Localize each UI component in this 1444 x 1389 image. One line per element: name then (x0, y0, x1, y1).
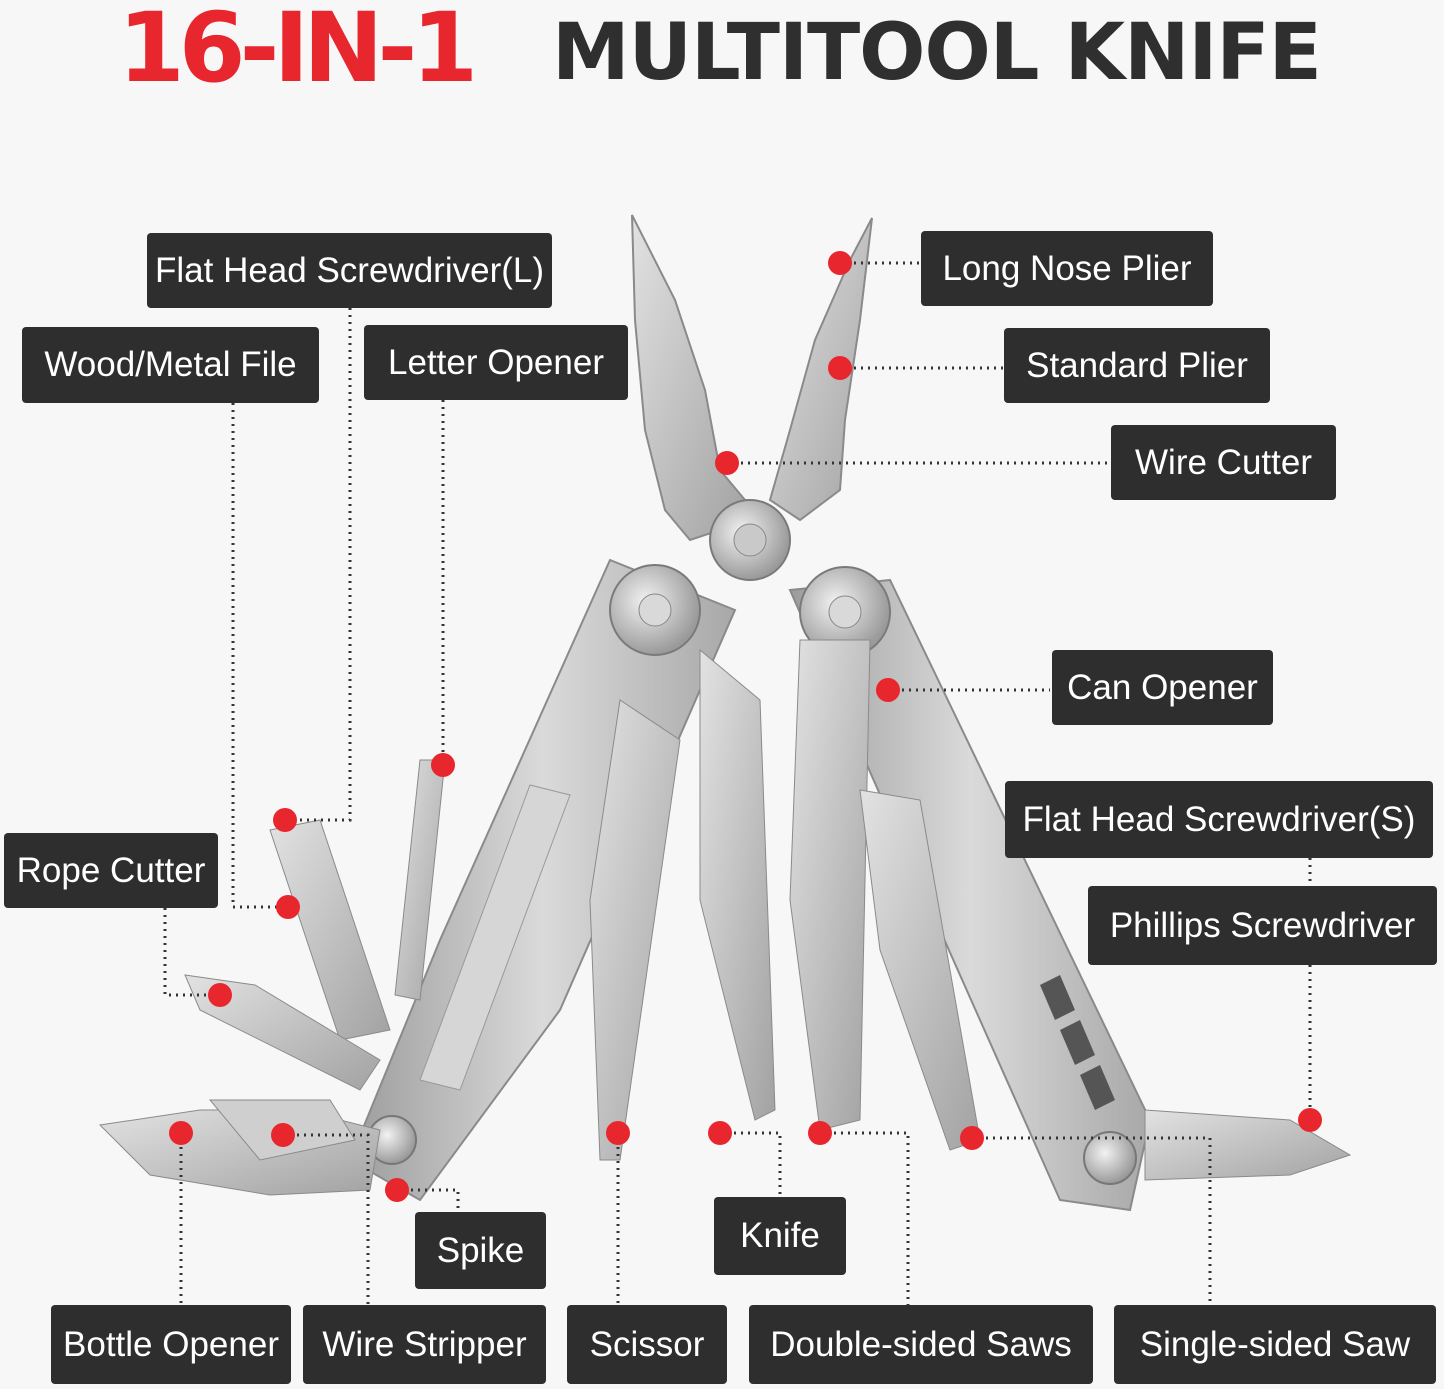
label-single-sided-saw: Single-sided Saw (1114, 1305, 1436, 1384)
dot-letter-opener (431, 753, 455, 777)
dot-knife (708, 1121, 732, 1145)
label-long-nose-plier: Long Nose Plier (921, 231, 1213, 306)
label-flat-head-screwdriver-s: Flat Head Screwdriver(S) (1005, 781, 1433, 858)
page-title: 16-IN-1 MULTITOOL KNIFE (0, 0, 1444, 110)
dot-wood-metal-file (276, 895, 300, 919)
label-letter-opener: Letter Opener (364, 325, 628, 400)
label-can-opener: Can Opener (1052, 650, 1273, 725)
dot-rope-cutter (208, 983, 232, 1007)
dot-wire-stripper (271, 1123, 295, 1147)
right-handle (788, 566, 1352, 1212)
dot-wire-cutter (715, 451, 739, 475)
dot-standard-plier (828, 356, 852, 380)
title-main: MULTITOOL KNIFE (552, 8, 1322, 98)
dot-phillips-screwdriver (1298, 1108, 1322, 1132)
label-standard-plier: Standard Plier (1004, 328, 1270, 403)
label-wire-cutter: Wire Cutter (1111, 425, 1336, 500)
label-flat-head-screwdriver-l: Flat Head Screwdriver(L) (147, 233, 552, 308)
dot-single-sided-saw (960, 1126, 984, 1150)
dot-double-sided-saws (808, 1121, 832, 1145)
leader-flat-head-screwdriver-l (285, 308, 352, 822)
label-knife: Knife (714, 1197, 846, 1275)
leader-lines (163, 261, 1312, 1305)
dot-flat-head-screwdriver-l (273, 808, 297, 832)
label-spike: Spike (415, 1212, 546, 1289)
label-wood-metal-file: Wood/Metal File (22, 327, 319, 403)
label-double-sided-saws: Double-sided Saws (749, 1305, 1093, 1384)
leader-wire-stripper (283, 1133, 370, 1305)
label-phillips-screwdriver: Phillips Screwdriver (1088, 886, 1437, 965)
label-bottle-opener: Bottle Opener (51, 1305, 291, 1384)
dot-long-nose-plier (828, 251, 852, 275)
leader-wood-metal-file (231, 403, 288, 909)
dot-bottle-opener (169, 1121, 193, 1145)
dot-can-opener (876, 678, 900, 702)
plier-jaws (631, 214, 873, 581)
label-wire-stripper: Wire Stripper (303, 1305, 546, 1384)
leader-knife (720, 1131, 782, 1197)
title-highlight: 16-IN-1 (118, 0, 478, 104)
callout-dots (169, 251, 1322, 1202)
dot-spike (385, 1178, 409, 1202)
leader-double-sided-saws (820, 1131, 910, 1305)
label-rope-cutter: Rope Cutter (4, 833, 218, 908)
label-scissor: Scissor (567, 1305, 727, 1384)
leader-rope-cutter (163, 908, 220, 997)
leader-single-sided-saw (972, 1136, 1212, 1305)
dot-scissor (606, 1121, 630, 1145)
